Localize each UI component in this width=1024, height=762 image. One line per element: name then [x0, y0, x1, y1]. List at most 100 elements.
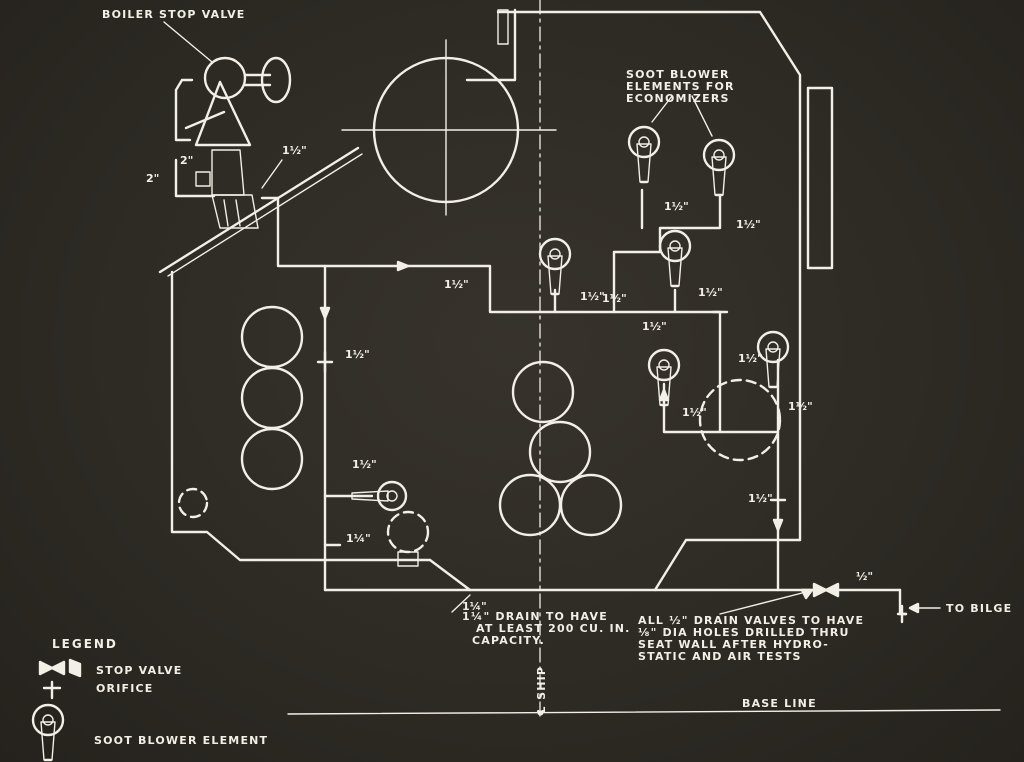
- valve-note-arrowhead: [800, 588, 814, 600]
- legend-stop-valve-label: STOP VALVE: [96, 664, 182, 677]
- economizer-leader-left: [651, 95, 673, 123]
- right-drop-line: [718, 430, 780, 592]
- legend-angle-valve-icon: [68, 658, 82, 678]
- to-bilge-arrowhead: [908, 602, 920, 614]
- stop-valve-loop: [174, 158, 216, 198]
- center-tube-bank: [498, 360, 623, 537]
- legend-stop-valve-icon: [38, 660, 54, 676]
- drain-note-line3: CAPACITY.: [472, 634, 545, 647]
- header-base: [397, 551, 419, 567]
- size-1-1-2-c: 1½": [352, 458, 377, 471]
- legend-orifice-label: ORIFICE: [96, 682, 154, 695]
- base-line: [287, 709, 1001, 715]
- shape: [50, 660, 66, 676]
- valve-note-line4: STATIC AND AIR TESTS: [638, 650, 802, 663]
- soot-blower-piping: [260, 188, 941, 624]
- flow-arrow-right-down: [772, 518, 784, 532]
- boiler-stop-valve-assembly: [163, 21, 292, 229]
- ship-centerline-label: ℄ SHIP: [535, 666, 548, 716]
- size-1-1-2-j: 1½": [682, 406, 707, 419]
- top-vent-stub: [497, 9, 509, 45]
- steam-drum: [341, 39, 557, 216]
- dashed-header-left: [177, 487, 209, 519]
- size-1-1-2-b: 1½": [345, 348, 370, 361]
- stop-valve-nozzle: [211, 194, 259, 229]
- stop-valve-neck: [211, 149, 245, 196]
- tube-circle: [559, 473, 623, 537]
- size-1-1-2-f: 1½": [736, 218, 761, 231]
- soot-blower-middle: [658, 229, 692, 288]
- size-2in-a: 2": [146, 172, 159, 185]
- dashed-headers: [177, 378, 782, 567]
- economizer-box: [806, 86, 834, 270]
- casing-uptake-left: [465, 8, 517, 82]
- tube-circle: [240, 366, 304, 430]
- soot-blower-label-line3: ECONOMIZERS: [626, 92, 730, 105]
- valve-note-line3: SEAT WALL AFTER HYDRO-: [638, 638, 829, 651]
- soot-blower-left-horizontal: [351, 480, 408, 512]
- casing-left-wall: [170, 270, 432, 562]
- casing-bottom-right: [653, 538, 802, 592]
- stop-valve-body: [203, 56, 247, 100]
- legend: LEGEND STOP VALVE ORIFICE SOOT BLOWER EL…: [31, 637, 268, 762]
- dashed-header-bottom: [386, 510, 430, 554]
- soot-blower-economizer-1: [627, 125, 661, 184]
- casing-bottom-step: [428, 558, 472, 592]
- boiler-stop-valve-label: BOILER STOP VALVE: [102, 8, 246, 21]
- legend-soot-blower-label: SOOT BLOWER ELEMENT: [94, 734, 268, 747]
- line: [261, 159, 283, 189]
- economizer-leader-right: [691, 95, 713, 137]
- drain-stop-valve-right: [824, 582, 840, 598]
- size-1-1-2-i: 1½": [738, 352, 763, 365]
- tube-circle: [240, 427, 304, 491]
- casing-roof-inner: [167, 153, 363, 277]
- size-1-1-2-l: 1½": [748, 492, 773, 505]
- element: [376, 480, 408, 512]
- element: [386, 490, 398, 502]
- tube-circle: [498, 473, 562, 537]
- valve-note-leader: [719, 591, 807, 615]
- size-1-1-2-top: 1½": [282, 144, 307, 157]
- pipe-size-callouts: 2" 2" 1½" 1½" 1½" 1½" 1½" 1½" 1½" 1½" 1½…: [146, 144, 873, 613]
- boiler-casing: [158, 8, 834, 592]
- flow-arrow-left-down: [319, 306, 331, 320]
- nozzle-line: [223, 199, 229, 227]
- stop-valve-linkage: [184, 110, 226, 130]
- stop-valve-handwheel: [260, 56, 292, 104]
- drain-note-leader: [451, 594, 471, 613]
- valve-note-line1: ALL ½" DRAIN VALVES TO HAVE: [638, 614, 864, 627]
- casing-roof-slope: [158, 146, 360, 274]
- size-1-1-2-g: 1½": [698, 286, 723, 299]
- soot-blower-label-line1: SOOT BLOWER: [626, 68, 730, 81]
- size-1-2in: ½": [856, 570, 873, 583]
- stop-valve-leader: [163, 21, 213, 63]
- size-2in-b: 2": [180, 154, 193, 167]
- nozzle-line: [235, 199, 241, 227]
- main-steam-header: [260, 196, 722, 434]
- size-1-1-2-m: 1½": [602, 292, 627, 305]
- size-1-1-2-k: 1½": [788, 400, 813, 413]
- drain-stop-valve-left: [812, 582, 828, 598]
- size-1-1-2-e: 1½": [664, 200, 689, 213]
- left-tube-bank: [240, 305, 304, 491]
- tube-circle: [240, 305, 304, 369]
- flow-arrow-up: [658, 388, 670, 402]
- flow-arrow-top: [396, 260, 410, 272]
- drain-note-line2: AT LEAST 200 CU. IN.: [476, 622, 631, 635]
- soot-blower-economizer-2: [702, 138, 736, 197]
- stop-valve-cone: [194, 80, 252, 147]
- size-1-1-4-a: 1¼": [346, 532, 371, 545]
- tube-circle: [511, 360, 575, 424]
- size-1-1-2-d: 1½": [580, 290, 605, 303]
- soot-blower-center: [538, 237, 572, 296]
- valve-note-line2: ⅛" DIA HOLES DRILLED THRU: [638, 626, 850, 639]
- dashed-header-right: [698, 378, 782, 462]
- base-line-label: BASE LINE: [742, 697, 817, 710]
- size-1-1-2-a: 1½": [444, 278, 469, 291]
- legend-soot-blower-icon: [31, 703, 65, 762]
- soot-blower-label-line2: ELEMENTS FOR: [626, 80, 735, 93]
- legend-title: LEGEND: [52, 637, 118, 651]
- to-bilge-label: TO BILGE: [946, 602, 1012, 615]
